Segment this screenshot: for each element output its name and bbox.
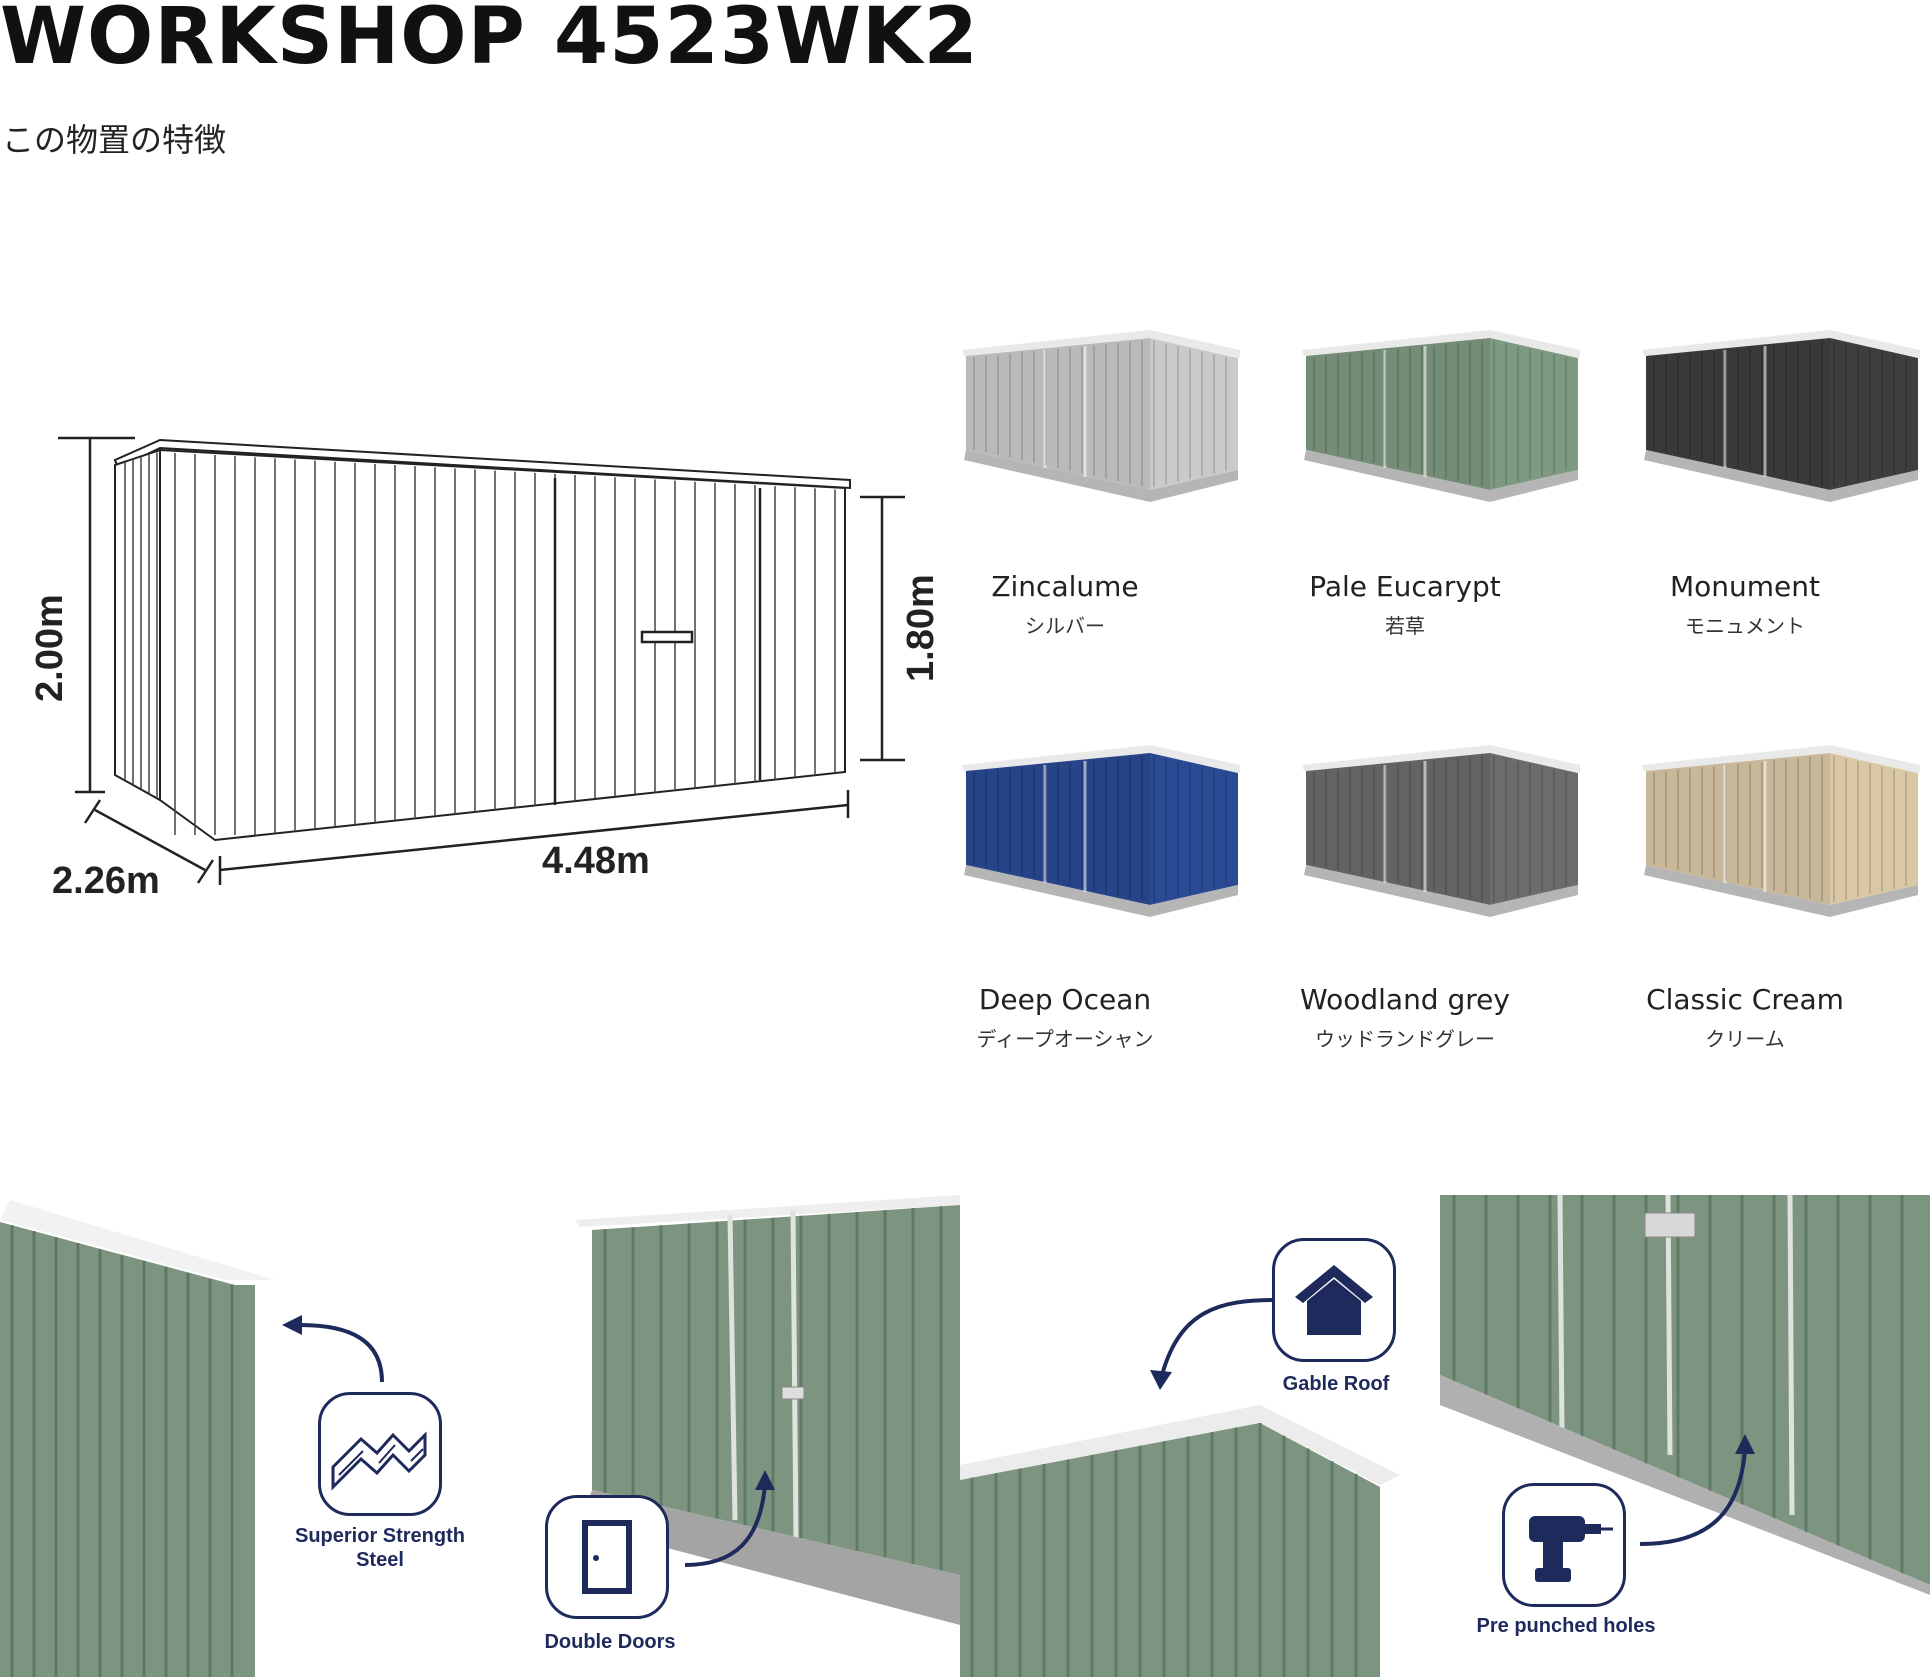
dimension-door-height-label: 1.80m xyxy=(900,574,940,682)
color-swatch-image xyxy=(950,735,1280,935)
feature-panel-steel xyxy=(0,1200,390,1677)
color-name-label: Woodland grey xyxy=(1300,983,1510,1016)
feature-label-steel: Superior Strength Steel xyxy=(280,1524,480,1572)
page-title: WORKSHOP 4523WK2 xyxy=(0,0,979,82)
feature-panel-pre-punched-holes xyxy=(1440,1195,1930,1595)
color-name-japanese-label: クリーム xyxy=(1705,1027,1785,1051)
door-icon xyxy=(545,1495,669,1619)
color-swatch-image xyxy=(1630,320,1930,520)
color-name-label: Pale Eucarypt xyxy=(1309,570,1501,603)
arrow-icon xyxy=(1640,1434,1755,1546)
feature-label-steel-line2: Steel xyxy=(356,1549,404,1571)
dimension-height-label: 2.00m xyxy=(29,594,71,702)
color-name-japanese-label: シルバー xyxy=(1025,614,1105,638)
color-name-label: Classic Cream xyxy=(1646,983,1844,1016)
color-name-label: Monument xyxy=(1669,570,1820,603)
arrow-icon xyxy=(1150,1298,1276,1390)
color-name-japanese-label: ウッドランドグレー xyxy=(1315,1027,1495,1051)
color-name-japanese-label: ディープオーシャン xyxy=(976,1027,1154,1051)
feature-label-double-doors: Double Doors xyxy=(544,1631,676,1653)
shed-dimension-diagram: 2.00m 1.80m 2.26m 4.48m xyxy=(29,436,940,900)
feature-label-steel-line1: Superior Strength xyxy=(294,1525,465,1547)
corrugated-steel-icon xyxy=(318,1392,442,1516)
color-name-label: Deep Ocean xyxy=(978,983,1152,1016)
arrow-icon xyxy=(282,1315,384,1383)
color-name-label: Zincalume xyxy=(991,570,1139,603)
drill-icon xyxy=(1502,1483,1626,1607)
color-name-japanese-label: 若草 xyxy=(1385,614,1425,638)
dimension-depth-label: 2.26m xyxy=(52,860,160,900)
feature-panel-double-doors xyxy=(560,1195,960,1625)
feature-label-pre-punched-holes: Pre punched holes xyxy=(1476,1615,1656,1637)
dimension-width-label: 4.48m xyxy=(542,840,650,882)
color-swatch-image xyxy=(1290,320,1620,520)
house-roof-icon xyxy=(1272,1238,1396,1362)
shed-corner-photo xyxy=(0,1200,275,1677)
color-swatch-image xyxy=(950,320,1280,520)
color-name-japanese-label: モニュメント xyxy=(1685,614,1805,638)
color-swatch-image xyxy=(1630,735,1930,935)
feature-panel-gable-roof xyxy=(960,1405,1440,1677)
color-swatch-image xyxy=(1290,735,1620,935)
arrow-icon xyxy=(684,1470,775,1567)
page-subtitle: この物置の特徴 xyxy=(2,121,227,159)
feature-label-gable-roof: Gable Roof xyxy=(1282,1373,1390,1395)
